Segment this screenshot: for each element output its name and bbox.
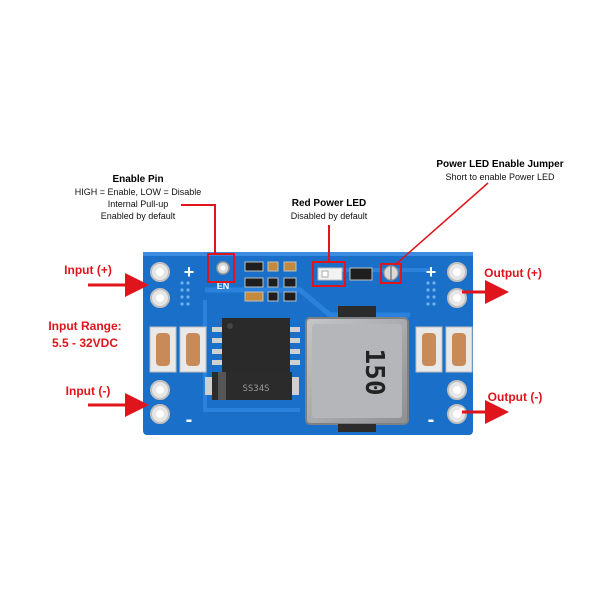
pcb-board: + - + - EN bbox=[143, 252, 473, 435]
inductor: 150 bbox=[305, 306, 409, 432]
enable-pin-line3: Enabled by default bbox=[101, 211, 176, 221]
enable-pin-line1: HIGH = Enable, LOW = Disable bbox=[75, 187, 202, 197]
jumper-highlight bbox=[380, 263, 402, 284]
enable-pin: EN bbox=[216, 261, 230, 291]
silk-minus-right: - bbox=[428, 409, 435, 431]
input-pos-label: Input (+) bbox=[64, 263, 112, 277]
output-neg-label: Output (-) bbox=[488, 390, 543, 404]
enable-pin-highlight bbox=[207, 253, 235, 283]
enable-pin-leader bbox=[181, 204, 216, 254]
jumper-leader bbox=[394, 182, 489, 266]
diode-marking: SS34S bbox=[242, 384, 269, 394]
led-jumper-line1: Short to enable Power LED bbox=[445, 172, 555, 182]
output-pos-label: Output (+) bbox=[484, 266, 542, 280]
silk-plus-right: + bbox=[426, 262, 437, 282]
pcb-top-edge bbox=[143, 252, 473, 256]
silk-en: EN bbox=[217, 281, 230, 291]
silk-minus-left: - bbox=[186, 409, 193, 431]
input-range-value: 5.5 - 32VDC bbox=[52, 336, 118, 350]
led-jumper-title: Power LED Enable Jumper bbox=[436, 159, 563, 170]
schottky-diode: SS34S bbox=[205, 372, 299, 400]
input-neg-label: Input (-) bbox=[66, 384, 111, 398]
right-terminal-holes bbox=[447, 262, 467, 424]
inductor-marking: 150 bbox=[359, 349, 389, 396]
led-jumper bbox=[383, 265, 399, 281]
silk-plus-left: + bbox=[184, 262, 195, 282]
via-rows bbox=[180, 281, 436, 306]
smd-resistors bbox=[244, 261, 297, 302]
input-range-title: Input Range: bbox=[48, 319, 121, 333]
regulator-ic bbox=[212, 318, 300, 372]
output-capacitors bbox=[415, 326, 473, 373]
red-led-line1: Disabled by default bbox=[291, 211, 368, 221]
enable-pin-line2: Internal Pull-up bbox=[108, 199, 169, 209]
red-led-title: Red Power LED bbox=[292, 198, 366, 209]
input-capacitors bbox=[149, 326, 207, 373]
power-led bbox=[317, 267, 373, 281]
enable-pin-title: Enable Pin bbox=[112, 174, 163, 185]
left-terminal-holes bbox=[150, 262, 170, 424]
